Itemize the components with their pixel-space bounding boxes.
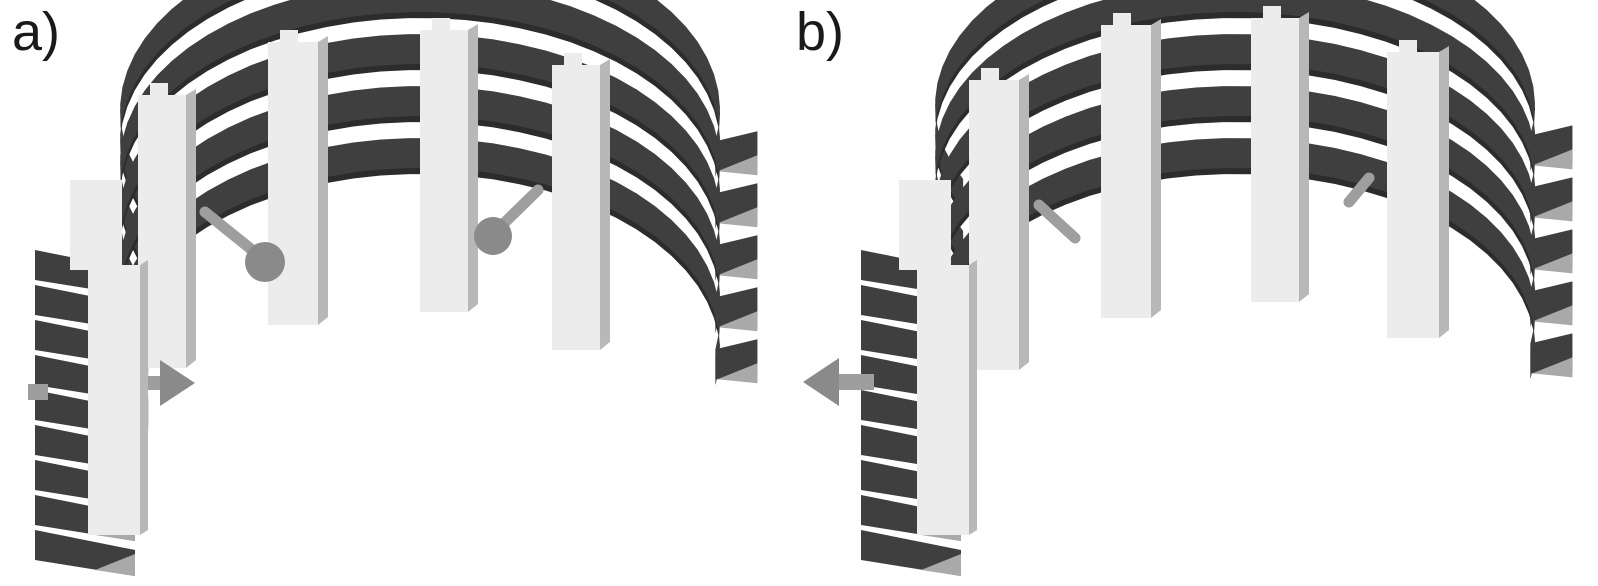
column [420, 30, 468, 312]
column-cap [1113, 13, 1131, 27]
column [969, 80, 1019, 370]
ring-tooth-face [1532, 253, 1573, 274]
column [1251, 18, 1299, 302]
column-cap [1399, 40, 1417, 54]
column-side [186, 89, 196, 368]
column-side [1299, 12, 1309, 302]
ring-tooth-face [1532, 149, 1573, 170]
front-bracket [899, 180, 951, 270]
arrow-head-left [803, 358, 839, 406]
ring-assembly-b [803, 0, 1573, 576]
column-cap [150, 83, 168, 97]
column-cap [981, 68, 999, 82]
ring-band [935, 0, 1535, 209]
actuator-group-a [199, 184, 544, 282]
column-group-b [899, 6, 1449, 535]
actuator-bulb [245, 242, 285, 282]
column-side [1151, 19, 1161, 318]
ring-tooth-face [1532, 357, 1573, 378]
column [1387, 52, 1439, 338]
column-cap [564, 53, 582, 67]
column-side [318, 36, 328, 325]
ring-tooth-face [717, 311, 758, 332]
direction-arrow-a [28, 360, 195, 406]
direction-arrow-b [803, 358, 874, 406]
arrow-stub [28, 384, 48, 400]
actuator-rod [1343, 172, 1375, 208]
panel-a: a) [12, 0, 758, 576]
ring-tooth-face [717, 155, 758, 176]
ring-band [120, 0, 720, 217]
front-column [88, 265, 140, 535]
actuator-group-b [1033, 172, 1375, 244]
ring-tooth-face [1532, 305, 1573, 326]
front-column-side [969, 260, 977, 535]
front-bracket [70, 180, 122, 270]
column-cap [432, 18, 450, 32]
column-side [1439, 46, 1449, 338]
column [552, 65, 600, 350]
ring-tooth-face [1532, 201, 1573, 222]
ring-tooth-face [717, 259, 758, 280]
column-group-a [70, 18, 610, 535]
ring-tooth-face [717, 363, 758, 384]
ring-assembly-a [28, 0, 758, 576]
front-tooth-face [95, 554, 135, 576]
column-cap [280, 30, 298, 44]
column [1101, 25, 1151, 318]
column-side [600, 59, 610, 350]
column-cap [1263, 6, 1281, 20]
column-side [1019, 74, 1029, 370]
actuator-rod [1033, 199, 1081, 244]
panel-label-a: a) [12, 2, 61, 62]
column-side [468, 24, 478, 312]
front-tooth-face [921, 554, 961, 576]
panel-label-b: b) [796, 2, 845, 62]
column [268, 42, 318, 325]
actuator-bulb [474, 217, 512, 255]
ring-tooth-face [717, 207, 758, 228]
arrow-shaft [839, 374, 874, 390]
panel-b: b) [796, 0, 1598, 586]
arrow-head-right [160, 360, 195, 406]
front-column-side [140, 260, 148, 535]
front-column [917, 265, 969, 535]
